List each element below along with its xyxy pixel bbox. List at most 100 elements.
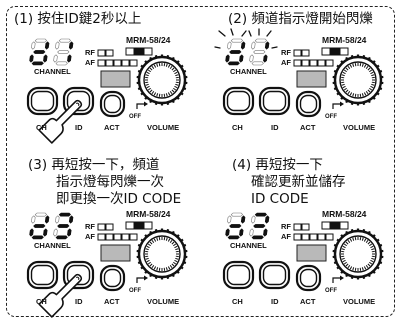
- segment-f: [251, 215, 256, 224]
- segment-a: [230, 212, 244, 217]
- segment-f: [31, 215, 36, 224]
- ch-button-label: CH: [36, 297, 47, 306]
- ch-button: [222, 86, 255, 116]
- knob-grip-2: [175, 257, 179, 260]
- segment-d: [55, 235, 68, 240]
- knob-grip-28: [352, 237, 355, 241]
- knob-grip-3: [370, 259, 374, 263]
- knob-grip-14: [347, 91, 351, 95]
- segment-f: [31, 41, 36, 50]
- channel-indicator: [125, 47, 153, 56]
- blink-ray-6: [214, 46, 221, 49]
- knob-grip-38: [371, 248, 375, 251]
- off-arrow-icon: [332, 101, 344, 109]
- segment-g: [253, 224, 266, 228]
- off-arrow-line: [332, 277, 340, 283]
- knob-grip-5: [367, 263, 371, 267]
- segment-g: [33, 224, 46, 228]
- knob-grip-3: [370, 85, 374, 89]
- af-cell-0: [97, 59, 106, 67]
- af-label: AF: [85, 232, 95, 241]
- rf-label: RF: [281, 222, 291, 231]
- step-3-line-2: 指示燈每閃爍一次: [56, 174, 164, 190]
- af-meter: [293, 59, 334, 67]
- ch-button: [26, 260, 59, 290]
- segment-a: [58, 38, 72, 43]
- act-button: [99, 90, 126, 118]
- knob-grip-5: [367, 89, 371, 93]
- knob-grip-26: [151, 239, 155, 243]
- id-button-label: ID: [75, 123, 83, 132]
- segment-a: [58, 212, 72, 217]
- channel-cell-0: [125, 47, 135, 56]
- rf-cell-0: [293, 49, 302, 57]
- knob-grip-38: [175, 248, 179, 251]
- channel-cell-0: [321, 47, 331, 56]
- knob-grip-38: [371, 74, 375, 77]
- knob-grip-5: [171, 263, 175, 267]
- segment-g: [229, 224, 242, 228]
- knob-grip-35: [171, 241, 175, 245]
- knob-grip-4: [369, 87, 373, 91]
- segment-g: [253, 50, 266, 54]
- model-label: MRM-58/24: [126, 35, 171, 45]
- step-4-text: (4) 再短按一下 確認更新並儲存 ID CODE: [232, 157, 346, 208]
- model-label: MRM-58/24: [322, 35, 367, 45]
- af-cell-0: [97, 233, 106, 241]
- knob-grip-35: [367, 241, 371, 245]
- knob-grip-8: [165, 93, 168, 97]
- knob-grip-13: [153, 266, 157, 270]
- step-4-line-3: ID CODE: [251, 191, 309, 207]
- seven-seg-digit-1: [29, 212, 50, 240]
- knob-grip-23: [342, 71, 346, 75]
- knob-grip-35: [367, 67, 371, 71]
- segment-g: [33, 50, 46, 54]
- knob-grip-8: [165, 267, 168, 271]
- segment-b: [68, 41, 74, 50]
- panel-svg: [214, 28, 384, 118]
- channel-cell-1: [330, 47, 340, 56]
- segment-b: [68, 215, 74, 224]
- channel-cell-1: [330, 221, 340, 230]
- blink-ray-3: [248, 30, 252, 37]
- knob-inner: [339, 235, 377, 273]
- knob-grip-3: [174, 259, 178, 263]
- step-4-line-1: (4) 再短按一下: [232, 157, 323, 173]
- pressing-finger-icon: [38, 273, 83, 318]
- af-meter: [293, 233, 334, 241]
- af-cell-0: [293, 59, 302, 67]
- rf-cell-0: [97, 49, 106, 57]
- ch-button-label: CH: [232, 297, 243, 306]
- step-3-line-3: 即更換一次ID CODE: [56, 191, 182, 207]
- segment-b: [44, 215, 50, 224]
- segment-a: [34, 38, 48, 43]
- step-2-text: (2) 頻道指示燈開始閃爍: [228, 11, 373, 28]
- knob-grip-7: [363, 92, 367, 96]
- ch-button-label: CH: [232, 123, 243, 132]
- volume-label: VOLUME: [343, 123, 376, 132]
- channel-label: CHANNEL: [230, 241, 267, 250]
- knob-grip-27: [349, 64, 353, 68]
- knob-grip-27: [153, 238, 157, 242]
- knob-grip-3: [174, 85, 178, 89]
- knob-grip-2: [175, 83, 179, 86]
- panel-svg: [222, 212, 384, 292]
- knob-grip-23: [146, 245, 150, 249]
- off-arrow-head: [144, 101, 148, 107]
- act-button: [99, 264, 126, 292]
- step-3-text: (3) 再短按一下，頻道 指示燈每閃爍一次 即更換一次ID CODE: [28, 157, 181, 208]
- knob-grip-22: [145, 248, 149, 251]
- knob-grip-24: [343, 243, 347, 247]
- knob-grip-2: [371, 257, 375, 260]
- segment-d: [251, 235, 264, 240]
- rf-cell-1: [105, 49, 114, 57]
- knob-grip-28: [156, 237, 159, 241]
- segment-a: [230, 38, 244, 43]
- off-arrow-line: [136, 103, 144, 109]
- ch-button-label: CH: [36, 123, 47, 132]
- knob-grip-12: [352, 93, 355, 97]
- panel-svg: [26, 212, 188, 318]
- id-button-label: ID: [271, 123, 279, 132]
